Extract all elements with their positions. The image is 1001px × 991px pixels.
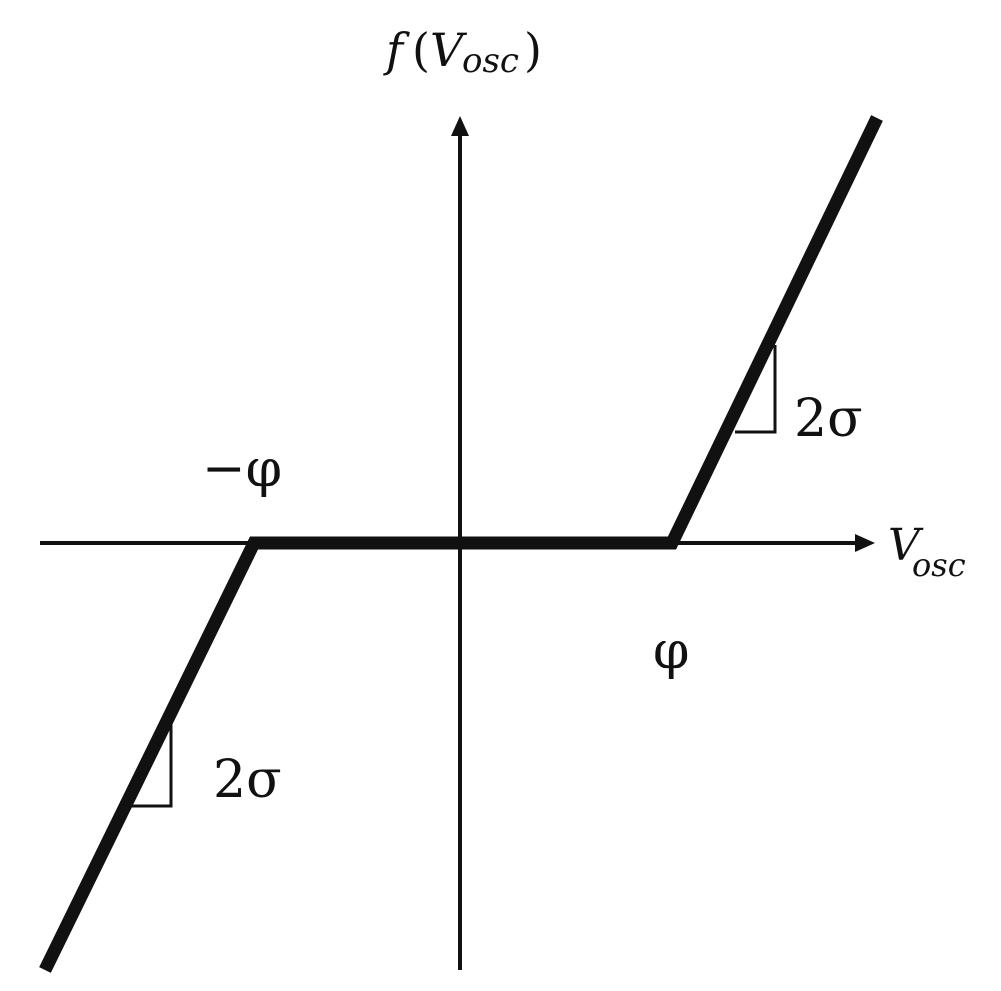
x-label-subscript: osc [912,546,966,584]
function-curve [39,115,883,973]
slope-triangle-right [735,345,777,434]
slope-label-left: 2σ [213,750,282,810]
slope-triangle-left [130,722,173,808]
slope-label-right: 2σ [794,389,863,449]
threshold-positive-label: φ [653,621,689,681]
vertical-axis-arrowhead [451,116,469,136]
y-axis-label: f ( V osc ) [383,23,542,83]
threshold-negative-label: −φ [202,439,282,499]
y-label-close-paren: ) [524,23,542,77]
y-label-open-paren: ( [412,23,430,77]
y-label-v: V [430,23,468,77]
x-axis-label: V osc [888,520,966,584]
x-label-v: V [888,520,924,571]
y-label-subscript: osc [462,41,519,81]
y-label-f: f [383,23,410,77]
horizontal-axis-arrowhead [855,534,875,552]
